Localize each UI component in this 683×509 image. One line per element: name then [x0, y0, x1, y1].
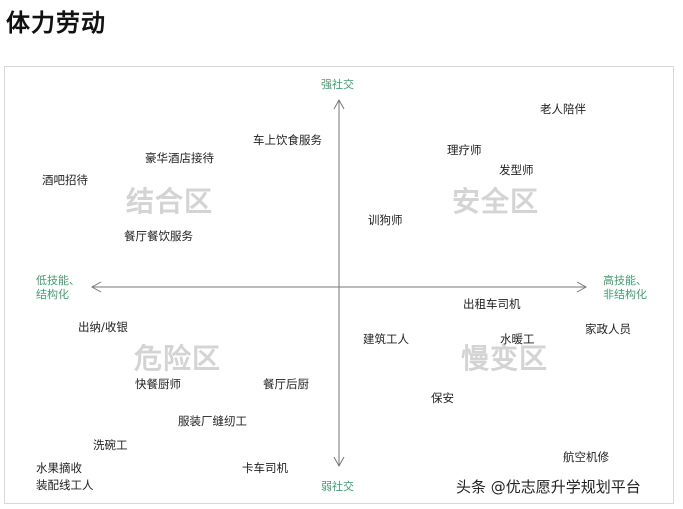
axis-label-high-skill-line1: 高技能、: [603, 274, 647, 287]
job-label: 水果摘收: [36, 461, 82, 475]
job-label: 出租车司机: [463, 297, 521, 311]
job-label: 建筑工人: [363, 332, 409, 346]
job-label: 理疗师: [447, 143, 482, 157]
axis-label-weak-social: 弱社交: [321, 480, 354, 493]
job-label: 发型师: [499, 163, 534, 177]
job-label: 装配线工人: [36, 478, 94, 492]
job-label: 老人陪伴: [540, 102, 586, 116]
job-label: 洗碗工: [93, 438, 128, 452]
axis-label-strong-social: 强社交: [321, 78, 354, 91]
arrow-up-icon: [333, 98, 345, 110]
page-title: 体力劳动: [6, 9, 106, 37]
arrow-left-icon: [90, 281, 102, 293]
zone-top-left: 结合区: [126, 185, 214, 218]
axis-label-low-skill-line1: 低技能、: [36, 274, 80, 287]
zone-top-right: 安全区: [452, 185, 540, 218]
job-label: 餐厅后厨: [263, 377, 309, 391]
job-label: 训狗师: [368, 213, 403, 227]
axis-label-high-skill-line2: 非结构化: [603, 288, 647, 301]
job-label: 快餐厨师: [135, 377, 181, 391]
job-label: 酒吧招待: [42, 173, 88, 187]
job-label: 餐厅餐饮服务: [124, 229, 193, 243]
axis-label-high-skill: 高技能、 非结构化: [603, 274, 647, 302]
job-label: 保安: [431, 391, 454, 405]
job-label: 服装厂缝纫工: [178, 414, 247, 428]
diagram-frame: [4, 66, 674, 504]
job-label: 出纳/收银: [78, 320, 128, 334]
zone-bottom-left: 危险区: [134, 342, 222, 375]
arrow-right-icon: [576, 281, 588, 293]
job-label: 水暖工: [500, 332, 535, 346]
axis-label-low-skill: 低技能、 结构化: [36, 274, 80, 302]
job-label: 卡车司机: [242, 461, 288, 475]
job-label: 航空机修: [563, 450, 609, 464]
job-label: 家政人员: [585, 322, 631, 336]
zone-bottom-right: 慢变区: [461, 342, 549, 375]
axis-label-low-skill-line2: 结构化: [36, 288, 69, 301]
job-label: 车上饮食服务: [253, 133, 322, 147]
job-label: 豪华酒店接待: [145, 151, 214, 165]
watermark: 头条 @优志愿升学规划平台: [456, 478, 641, 496]
arrow-down-icon: [333, 456, 345, 468]
